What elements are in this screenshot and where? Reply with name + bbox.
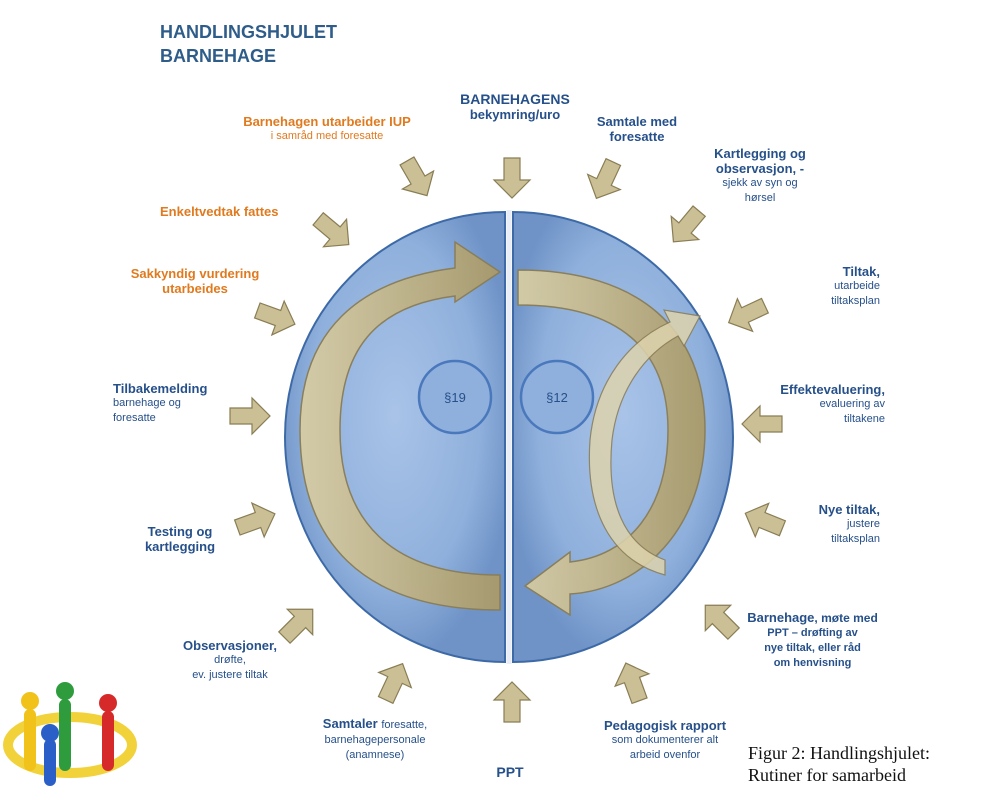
top-subtitle: bekymring/uro [469,107,561,122]
caption-line-2: Rutiner for samarbeid [748,765,906,785]
iup-main: Barnehagen utarbeider IUP [243,114,411,129]
pedagogisk-sub-2: arbeid ovenfor [629,749,701,761]
samtaler-sub-1: barnehagepersonale [324,734,426,746]
label-observasjoner: Observasjoner, drøfte, ev. justere tilta… [165,638,295,683]
kartlegging-main-1: Kartlegging og [714,146,806,161]
samtale-main-2: foresatte [609,129,665,144]
arrow-tiltak [727,297,770,333]
people-circle-icon [3,682,137,786]
nye-tiltak-sub-2: tiltaksplan [831,533,880,545]
arrow-kartlegging [670,205,707,243]
tiltak-sub-1: utarbeide [834,280,880,292]
effekt-main: Effektevaluering, [780,382,885,397]
samtaler-main-rest: foresatte, [381,719,428,731]
sakkyndig-main-1: Sakkyndig vurdering [130,266,260,281]
effekt-sub-1: evaluering av [819,398,885,410]
samtaler-main: Samtaler [322,716,378,731]
arrow-top [492,157,532,199]
arrow-samtale [586,157,622,200]
caption-line-1: Figur 2: Handlingshjulet: [748,743,930,763]
testing-main-1: Testing og [147,524,213,539]
arrow-effekt [741,404,783,444]
pedagogisk-sub-1: som dokumenterer alt [611,734,719,746]
inner-loop-arrow [588,309,701,576]
kartlegging-sub-1: sjekk av syn og [722,177,798,189]
nye-tiltak-sub-1: justere [846,518,880,530]
barnehage-mote-sub-2: nye tiltak, eller råd [764,642,861,654]
samtaler-sub-2: (anamnese) [345,749,405,761]
barnehage-mote-main-rest: , møte med [814,611,878,625]
label-sakkyndig: Sakkyndig vurdering utarbeides [110,266,280,296]
arrow-samtaler [377,662,413,705]
tilbakemelding-main: Tilbakemelding [113,381,208,396]
left-cycle-arrow [299,240,502,611]
arrow-nye-tiltak [744,502,787,539]
arrow-ppt [492,681,532,723]
nye-tiltak-main: Nye tiltak, [818,502,880,517]
barnehage-mote-sub-3: om henvisning [773,657,852,669]
pedagogisk-main: Pedagogisk rapport [603,718,727,733]
tiltak-main: Tiltak, [842,264,880,279]
iup-sub: i samråd med foresatte [270,130,384,142]
right-cycle-arrow [517,269,706,617]
label-tilbakemelding: Tilbakemelding barnehage og foresatte [113,381,253,426]
tilbakemelding-sub-1: barnehage og [113,397,181,409]
arrow-barnehage-mote [704,604,741,641]
barnehage-mote-sub-1: PPT – drøfting av [767,627,858,639]
observasjoner-sub-1: drøfte, [214,654,246,666]
para-12-circle [519,359,595,435]
observasjoner-main: Observasjoner, [183,638,277,653]
label-enkeltvedtak: Enkeltvedtak fattes [160,204,320,219]
label-effekt: Effektevaluering, evaluering av tiltaken… [740,382,885,427]
arrow-iup [399,156,435,197]
label-tiltak: Tiltak, utarbeide tiltaksplan [770,264,880,309]
label-samtaler: Samtaler foresatte, barnehagepersonale (… [300,716,450,763]
figure-caption: Figur 2: Handlingshjulet: Rutiner for sa… [748,742,995,787]
para-19-label: §19 [444,390,466,405]
barnehage-mote-main: Barnehage [747,610,815,625]
enkeltvedtak-main: Enkeltvedtak fattes [160,204,279,219]
kartlegging-sub-2: hørsel [744,192,776,204]
ppt-title: PPT [496,764,524,780]
label-nye-tiltak: Nye tiltak, justere tiltaksplan [770,502,880,547]
para-12-label: §12 [546,390,568,405]
label-kartlegging: Kartlegging og observasjon, - sjekk av s… [700,146,820,206]
observasjoner-sub-2: ev. justere tiltak [192,669,268,681]
title-line-2: BARNEHAGE [160,46,277,66]
tiltak-sub-2: tiltaksplan [831,295,880,307]
label-iup: Barnehagen utarbeider IUP i samråd med f… [222,114,432,144]
label-pedagogisk: Pedagogisk rapport som dokumenterer alt … [590,718,740,763]
testing-main-2: kartlegging [144,539,216,554]
title-line-1: HANDLINGSHJULET [160,22,338,42]
label-samtale: Samtale med foresatte [582,114,692,144]
kartlegging-main-2: observasjon, - [715,161,805,176]
label-barnehage-mote: Barnehage, møte med PPT – drøfting av ny… [730,610,895,671]
tilbakemelding-sub-2: foresatte [113,412,156,424]
label-testing: Testing og kartlegging [125,524,235,554]
arrow-testing [233,501,276,539]
top-title: BARNEHAGENS [460,91,570,107]
para-19-circle [417,359,493,435]
effekt-sub-2: tiltakene [844,413,885,425]
sakkyndig-main-2: utarbeides [162,281,228,296]
label-ppt: PPT [470,765,550,780]
arrow-enkeltvedtak [312,211,350,248]
samtale-main-1: Samtale med [596,114,678,129]
arrow-pedagogisk [613,662,651,705]
label-top-concern: BARNEHAGENS bekymring/uro [440,91,590,123]
arrow-observasjoner [277,608,314,645]
arrow-tilbakemelding [229,396,271,436]
diagram-title: HANDLINGSHJULET BARNEHAGE [160,20,337,68]
arrow-sakkyndig [253,299,296,337]
